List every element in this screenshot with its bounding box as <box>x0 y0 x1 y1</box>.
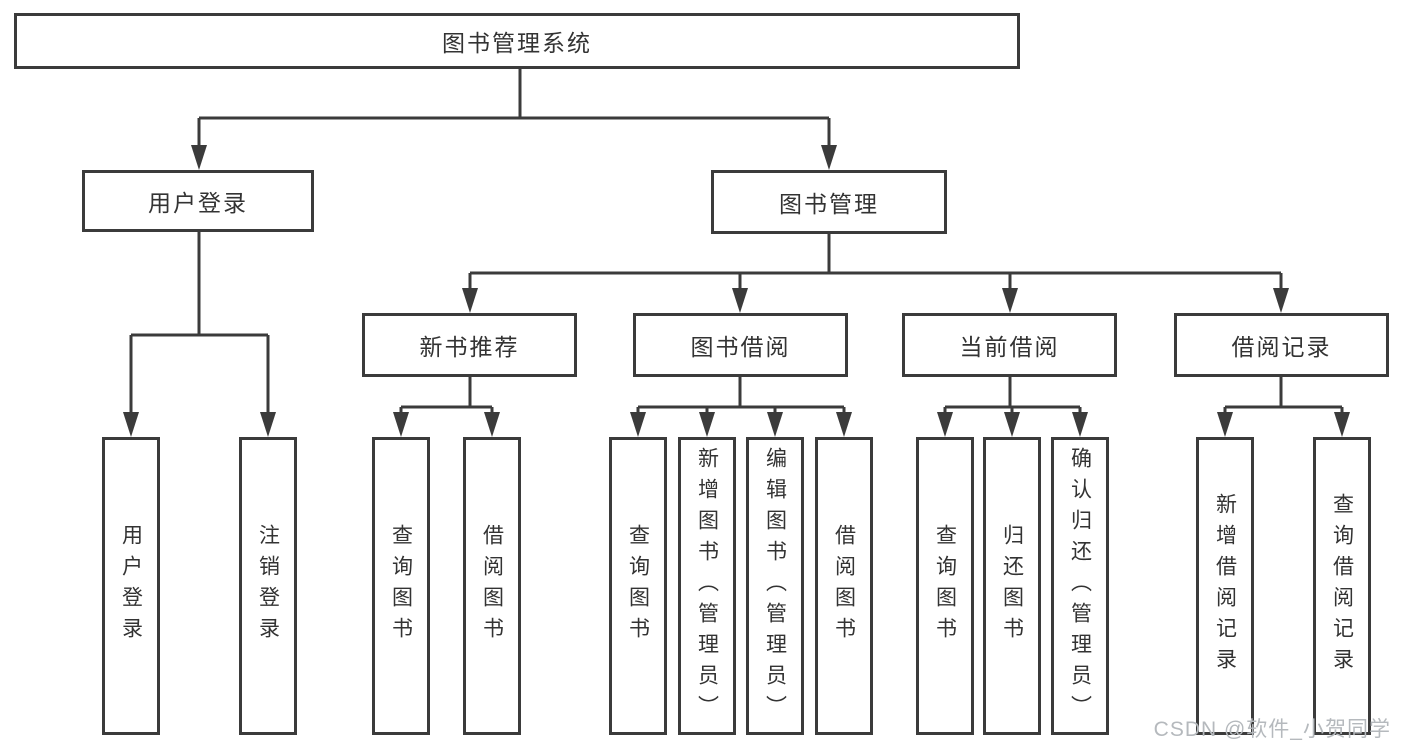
leaf-add-book-admin: 新增图书（管理员） <box>678 437 736 735</box>
leaf-borrow-book: 借阅图书 <box>815 437 873 735</box>
leaf-label: 查询图书 <box>933 524 957 648</box>
node-label: 图书借阅 <box>690 334 791 360</box>
node-current-borrow: 当前借阅 <box>902 313 1117 377</box>
node-label: 用户登录 <box>148 190 248 216</box>
node-label: 借阅记录 <box>1231 334 1332 360</box>
leaf-label: 借阅图书 <box>480 524 504 648</box>
node-label: 当前借阅 <box>959 334 1060 360</box>
leaf-label: 查询图书 <box>626 524 650 648</box>
node-label: 图书管理 <box>779 191 879 217</box>
watermark: CSDN @软件_小贺同学 <box>1153 718 1391 741</box>
node-label: 新书推荐 <box>419 334 520 360</box>
leaf-add-borrow-record: 新增借阅记录 <box>1196 437 1254 735</box>
node-root-library-system: 图书管理系统 <box>14 13 1020 69</box>
leaf-edit-book-admin: 编辑图书（管理员） <box>746 437 804 735</box>
node-borrow-records: 借阅记录 <box>1174 313 1389 377</box>
leaf-query-book-borrow: 查询图书 <box>609 437 667 735</box>
arrowheads <box>123 145 1350 437</box>
leaf-borrow-book-recommend: 借阅图书 <box>463 437 521 735</box>
leaf-label: 编辑图书（管理员） <box>763 446 787 726</box>
leaf-user-login: 用户登录 <box>102 437 160 735</box>
node-label: 图书管理系统 <box>442 30 592 56</box>
node-user-login: 用户登录 <box>82 170 314 232</box>
leaf-logout: 注销登录 <box>239 437 297 735</box>
leaf-label: 确认归还（管理员） <box>1068 446 1092 726</box>
leaf-label: 新增借阅记录 <box>1213 493 1237 679</box>
node-book-management: 图书管理 <box>711 170 947 234</box>
leaf-label: 注销登录 <box>256 524 280 648</box>
leaf-label: 新增图书（管理员） <box>695 446 719 726</box>
leaf-label: 归还图书 <box>1000 524 1024 648</box>
leaf-label: 查询图书 <box>389 524 413 648</box>
leaf-query-borrow-record: 查询借阅记录 <box>1313 437 1371 735</box>
leaf-query-book-current: 查询图书 <box>916 437 974 735</box>
node-book-borrow: 图书借阅 <box>633 313 848 377</box>
node-new-book-recommend: 新书推荐 <box>362 313 577 377</box>
leaf-label: 借阅图书 <box>832 524 856 648</box>
leaf-confirm-return-admin: 确认归还（管理员） <box>1051 437 1109 735</box>
leaf-query-book-recommend: 查询图书 <box>372 437 430 735</box>
leaf-label: 查询借阅记录 <box>1330 493 1354 679</box>
leaf-label: 用户登录 <box>119 524 143 648</box>
leaf-return-book: 归还图书 <box>983 437 1041 735</box>
